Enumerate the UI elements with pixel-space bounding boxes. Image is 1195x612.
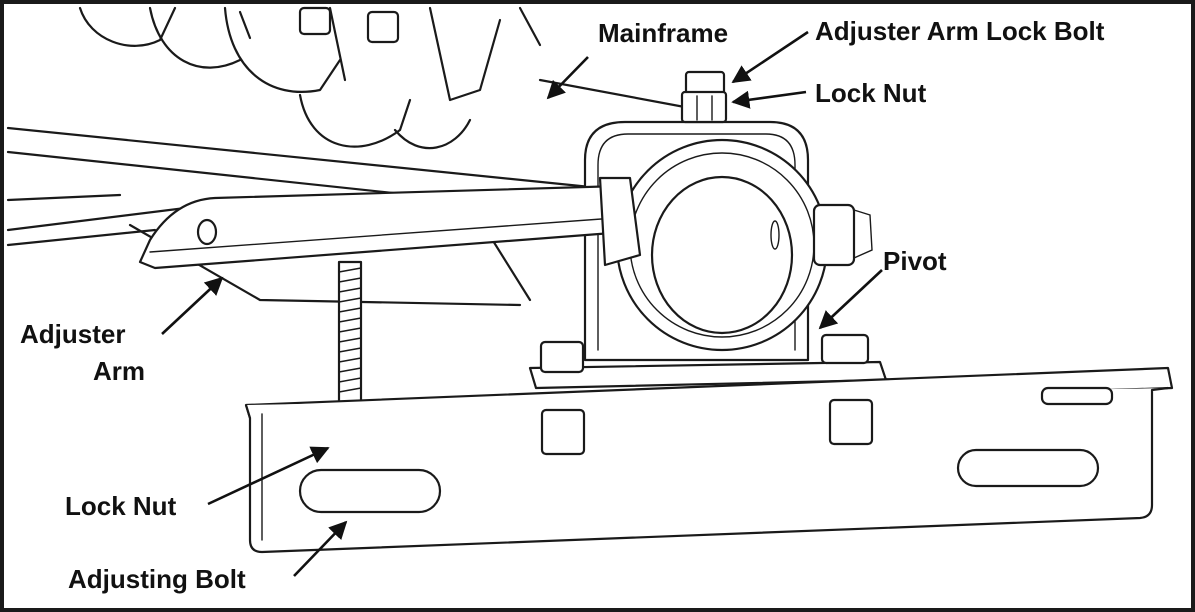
bracket-bolt-right-icon [820, 333, 870, 365]
label-lock-nut-top: Lock Nut [815, 78, 927, 108]
bracket-bolt-left-icon [539, 340, 585, 374]
pivot-nut-icon [812, 203, 856, 267]
leader-lock-bolt [731, 30, 809, 84]
label-adjusting-bolt: Adjusting Bolt [68, 564, 246, 594]
leader-pivot [818, 269, 883, 330]
lock-bolt-head-icon [684, 70, 726, 96]
slot-right-icon [956, 448, 1100, 488]
gang-bolt-icon [366, 10, 400, 44]
label-adjuster-arm-lock-bolt: Adjuster Arm Lock Bolt [815, 16, 1105, 46]
leader-adjuster-arm [161, 276, 224, 335]
mounting-plate [244, 366, 1174, 554]
assembly-drawing: Mainframe Adjuster Arm Lock Bolt Lock Nu… [6, 6, 1174, 594]
label-adjuster-arm-line2: Arm [93, 356, 145, 386]
disc-gang [78, 6, 542, 150]
pivot-hub [615, 138, 873, 352]
adjuster-arm [138, 176, 642, 270]
lock-bolt-assembly [680, 70, 728, 124]
leader-adjusting-bolt [293, 520, 348, 577]
plate-bolt-right-icon [828, 398, 874, 446]
label-mainframe: Mainframe [598, 18, 728, 48]
label-pivot: Pivot [883, 246, 947, 276]
leader-lock-nut-top [731, 90, 807, 109]
label-lock-nut-bottom: Lock Nut [65, 491, 177, 521]
leader-lock-nut-bottom [207, 446, 330, 506]
slot-left-icon [298, 468, 442, 514]
label-adjuster-arm-line1: Adjuster [20, 319, 125, 349]
leader-lines [161, 30, 883, 577]
plate-bolt-left-icon [540, 408, 586, 456]
callout-labels: Mainframe Adjuster Arm Lock Bolt Lock Nu… [20, 16, 1105, 594]
leader-mainframe [546, 56, 589, 100]
lock-nut-top-icon [680, 90, 728, 124]
